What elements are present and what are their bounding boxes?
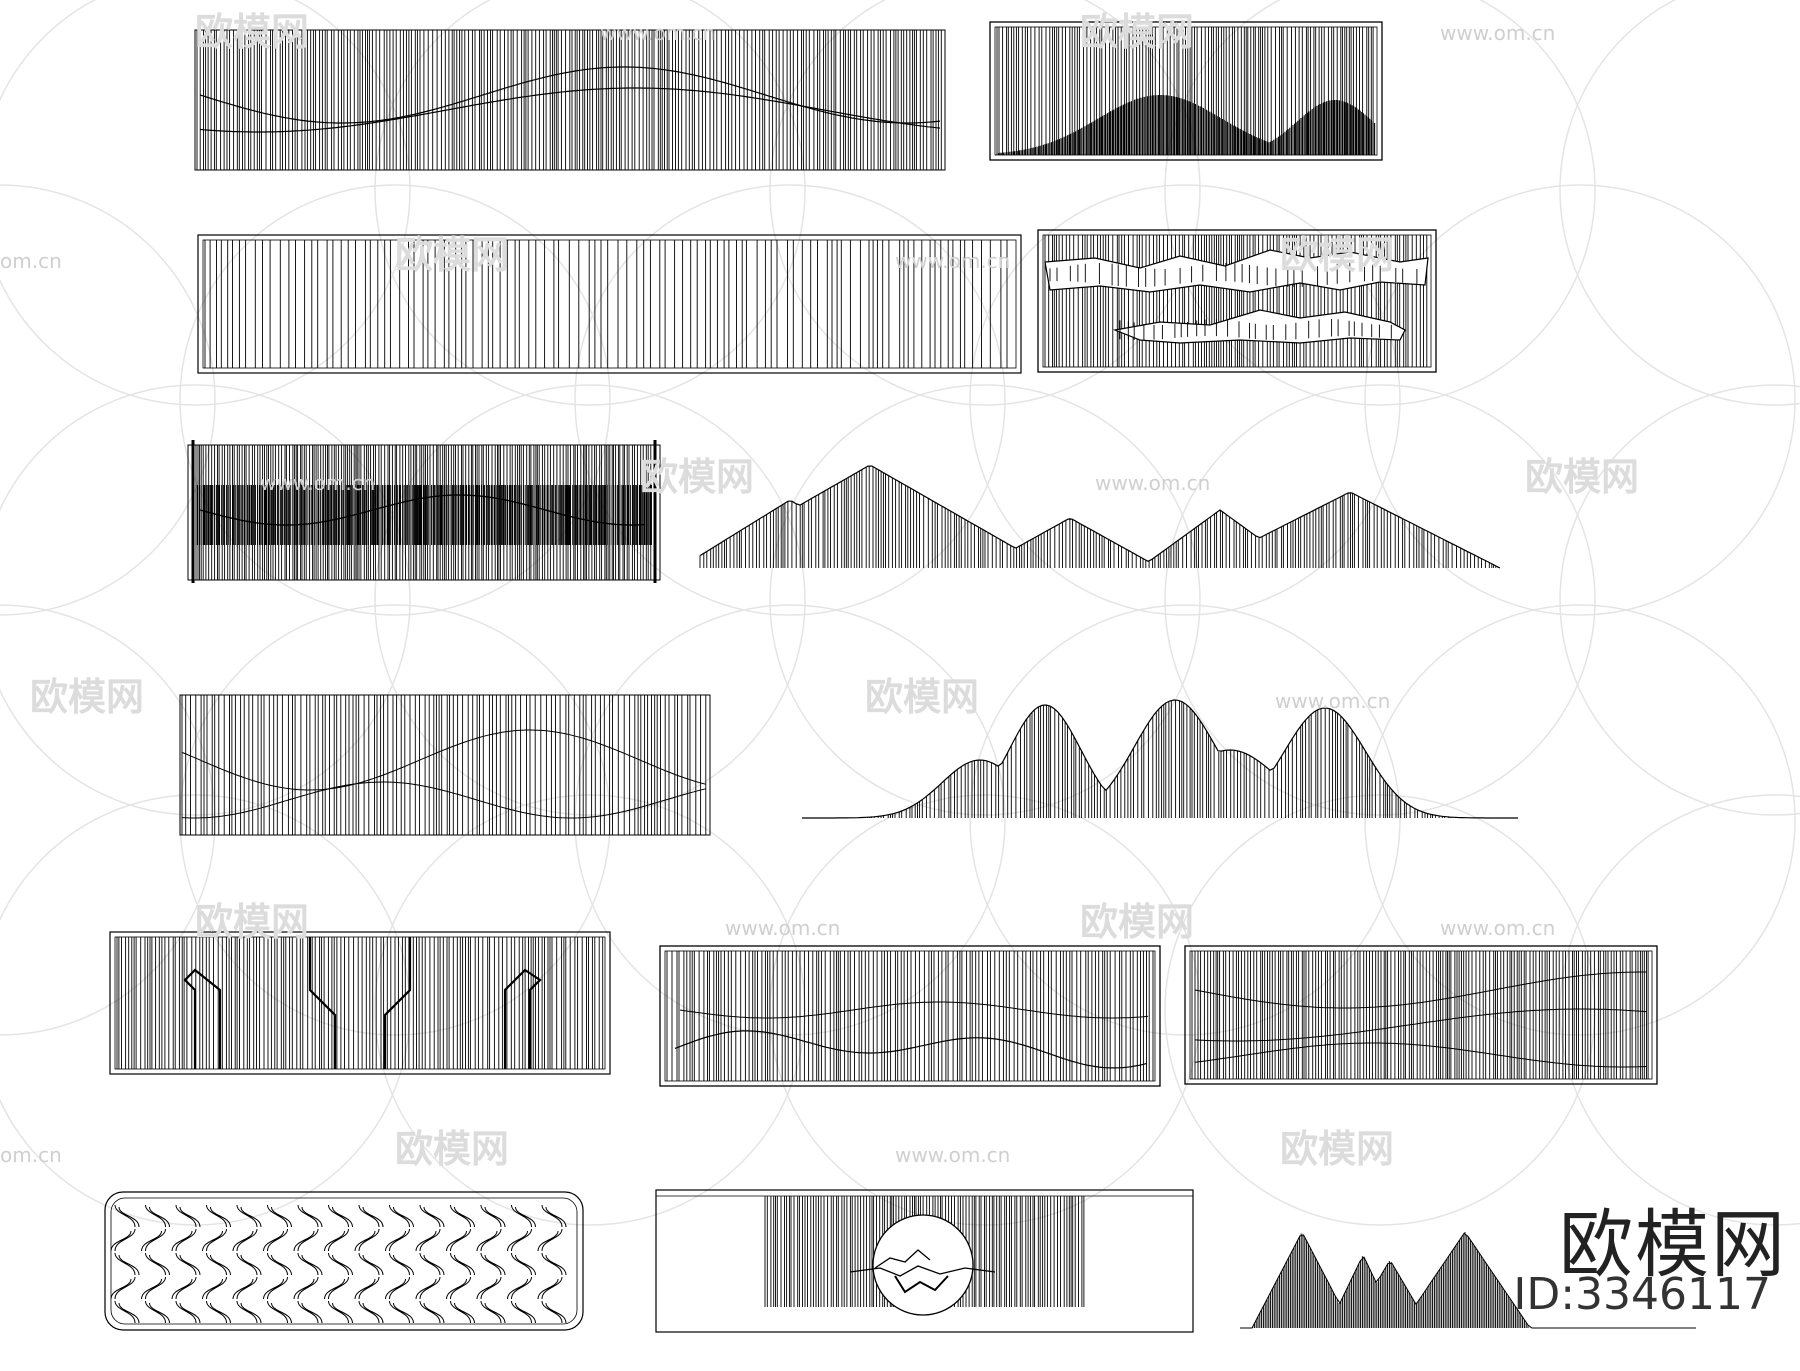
watermark-url-7: www.om.cn	[895, 1143, 1010, 1167]
watermark-brand-2: 欧模网	[395, 233, 509, 277]
watermark-text-layer: www.om.cn www.om.cn www.om.cn www.om.cn www.…	[0, 10, 1639, 1171]
watermark-url-6: www.om.cn	[1440, 916, 1555, 940]
panel-rope-pattern	[104, 1191, 584, 1331]
watermark-brand-0: 欧模网	[195, 10, 309, 54]
panel-dense-landscape	[187, 440, 661, 583]
panel-mountain-silhouette-1	[699, 465, 1501, 569]
panel-mountains-top-right	[989, 21, 1383, 161]
watermark-url-1: www.om.cn	[1440, 21, 1555, 45]
watermark-brand-11: 欧模网	[1280, 1127, 1394, 1171]
panel-waves-top-left	[194, 29, 946, 171]
watermark-brand-5: 欧模网	[1525, 455, 1639, 499]
watermark-url-partial-0: om.cn	[0, 249, 62, 273]
watermark-brand-9: 欧模网	[1080, 900, 1194, 944]
panel-doorway	[109, 931, 611, 1075]
watermark-url-0: www.om.cn	[600, 21, 715, 45]
watermark-url-5: www.om.cn	[725, 916, 840, 940]
watermark-brand-3: 欧模网	[1280, 233, 1394, 277]
brand-id: ID:3346117	[1513, 1269, 1771, 1320]
brand-title: 欧模网	[1559, 1202, 1787, 1288]
watermark-url-2: www.om.cn	[895, 249, 1010, 273]
panel-hills-lines	[179, 694, 711, 836]
watermark-url-4: www.om.cn	[1275, 689, 1390, 713]
panel-clouds	[1037, 229, 1437, 373]
watermark-url-8: www.om.cn	[260, 471, 375, 495]
panels-layer	[104, 21, 1696, 1333]
panel-plain-stripes	[197, 234, 1022, 374]
panel-moon	[655, 1189, 1194, 1333]
panel-peaks	[1240, 1232, 1696, 1329]
panel-mountain-silhouette-2	[802, 699, 1518, 819]
watermark-url-partial-1: om.cn	[0, 1143, 62, 1167]
panel-ribbon-waves	[1184, 945, 1658, 1085]
watermark-brand-7: 欧模网	[865, 675, 979, 719]
watermark-brand-8: 欧模网	[195, 900, 309, 944]
watermark-brand-6: 欧模网	[30, 675, 144, 719]
watermark-url-3: www.om.cn	[1095, 471, 1210, 495]
brand-mark: 欧模网 ID:3346117	[1513, 1185, 1795, 1325]
watermark-brand-4: 欧模网	[640, 455, 754, 499]
watermark-brand-1: 欧模网	[1080, 10, 1194, 54]
watermark-brand-10: 欧模网	[395, 1127, 509, 1171]
panel-landscape-frame	[659, 945, 1161, 1087]
